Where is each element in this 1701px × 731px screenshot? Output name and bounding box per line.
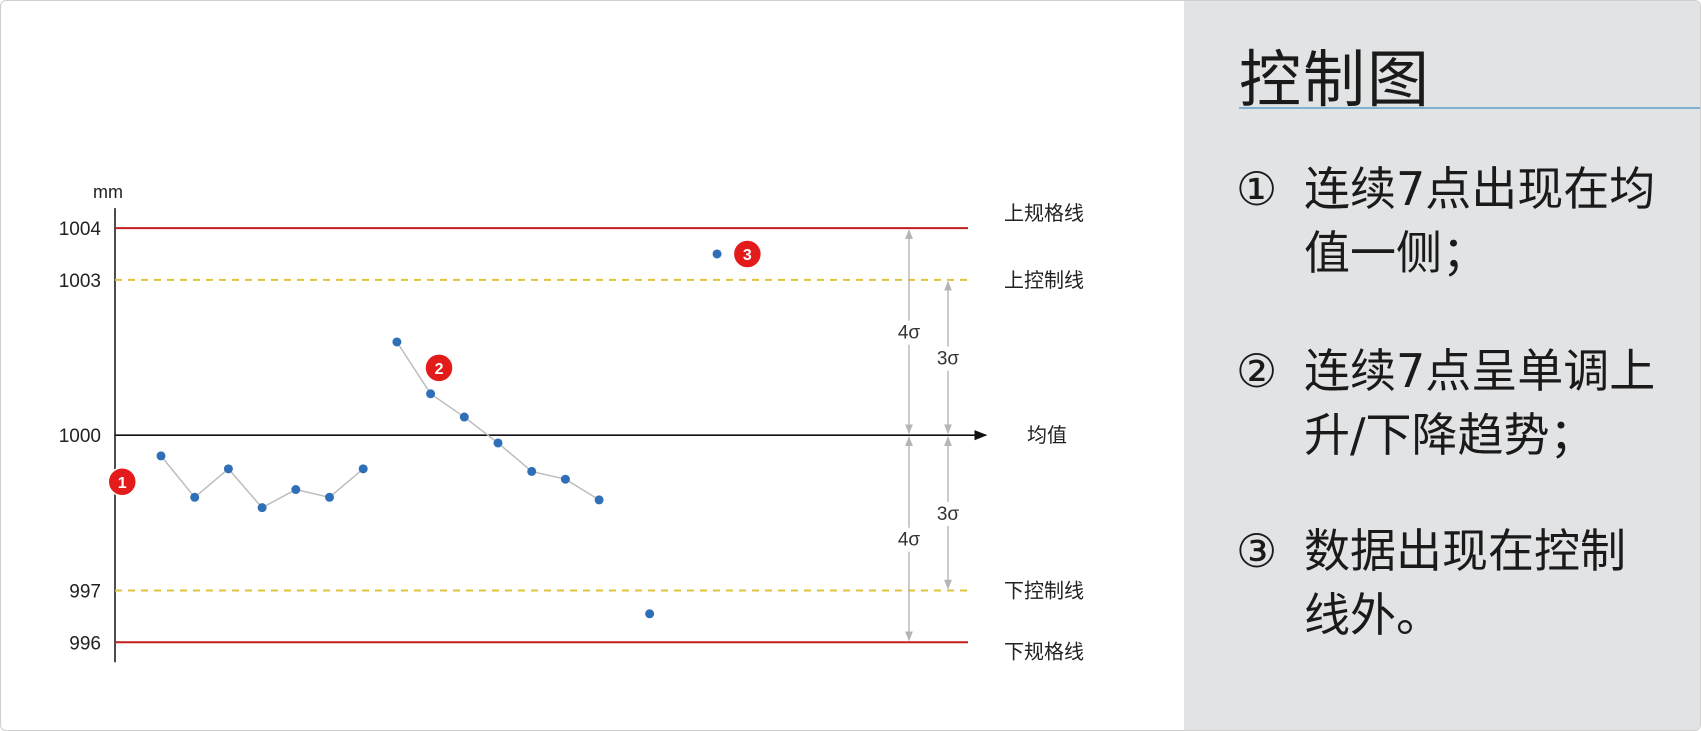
- ref-line-label: 上控制线: [1004, 269, 1084, 292]
- data-point: [392, 337, 402, 347]
- rule-text-line1: 连续7点呈单调上: [1304, 344, 1656, 398]
- marker-badge-label: 2: [435, 361, 444, 378]
- y-tick-label: 1004: [59, 219, 102, 240]
- sigma-label-upper-control-bg: [932, 346, 964, 371]
- data-point: [594, 495, 604, 505]
- data-point: [459, 412, 469, 422]
- rule-number: ①: [1236, 162, 1278, 216]
- data-point: [257, 503, 267, 513]
- marker-badge-3: [732, 239, 763, 269]
- ref-line-label: 下规格线: [1004, 640, 1084, 663]
- sigma-label-lower-spec-bg: [893, 527, 925, 552]
- data-point: [712, 249, 722, 259]
- rule-item-3: ③ 数据出现在控制 线外。: [1236, 519, 1626, 647]
- rule-text-line2: 升/下降趋势；: [1304, 408, 1596, 462]
- data-point: [527, 466, 537, 476]
- ref-line-label: 均值: [1027, 424, 1067, 447]
- rule-number: ③: [1236, 524, 1278, 578]
- y-tick-label: 1003: [59, 271, 101, 292]
- marker-badge-1: [107, 467, 137, 497]
- sigma-label-upper-spec-bg: [893, 320, 925, 345]
- explanation-panel: 控制图 ① 连续7点出现在均 值一侧； ② 连续7点呈单调上 升/下降趋势； ③ 数据…: [1184, 1, 1700, 730]
- data-point: [223, 464, 233, 474]
- rule-text-line2: 值一侧；: [1304, 226, 1488, 280]
- data-point: [156, 451, 166, 461]
- title-underline: [1239, 107, 1700, 109]
- data-point: [358, 464, 368, 474]
- data-point: [493, 438, 503, 448]
- rule-text-line1: 连续7点出现在均: [1304, 162, 1656, 216]
- marker-badge-label: 3: [743, 247, 752, 264]
- sigma-label-lower-control: 3σ: [937, 504, 960, 525]
- data-point: [291, 485, 301, 495]
- sigma-label-lower-control-bg: [932, 501, 964, 526]
- y-tick-label: 996: [69, 633, 101, 654]
- y-tick-label: 997: [69, 582, 101, 603]
- marker-badge-2: [424, 353, 454, 383]
- y-axis-unit: mm: [93, 182, 123, 202]
- sigma-label-upper-control: 3σ: [937, 349, 960, 370]
- data-point: [426, 389, 436, 399]
- marker-badge-label: 1: [118, 475, 127, 492]
- rule-number: ②: [1236, 344, 1278, 398]
- data-point: [325, 492, 334, 502]
- y-tick-label: 1000: [59, 426, 101, 447]
- data-point: [645, 609, 655, 619]
- ref-line-label: 下控制线: [1004, 580, 1084, 603]
- rule-item-1: ① 连续7点出现在均 值一侧；: [1236, 157, 1655, 285]
- sigma-label-upper-spec: 4σ: [898, 323, 921, 344]
- rule-item-2: ② 连续7点呈单调上 升/下降趋势；: [1236, 339, 1655, 467]
- rule-text-line2: 线外。: [1304, 588, 1442, 642]
- data-point: [560, 474, 570, 484]
- data-point: [190, 492, 200, 502]
- rule-text-line1: 数据出现在控制: [1304, 524, 1626, 578]
- sigma-label-lower-spec: 4σ: [898, 530, 921, 551]
- panel-title: 控制图: [1239, 43, 1432, 116]
- ref-line-label: 上规格线: [1004, 202, 1084, 225]
